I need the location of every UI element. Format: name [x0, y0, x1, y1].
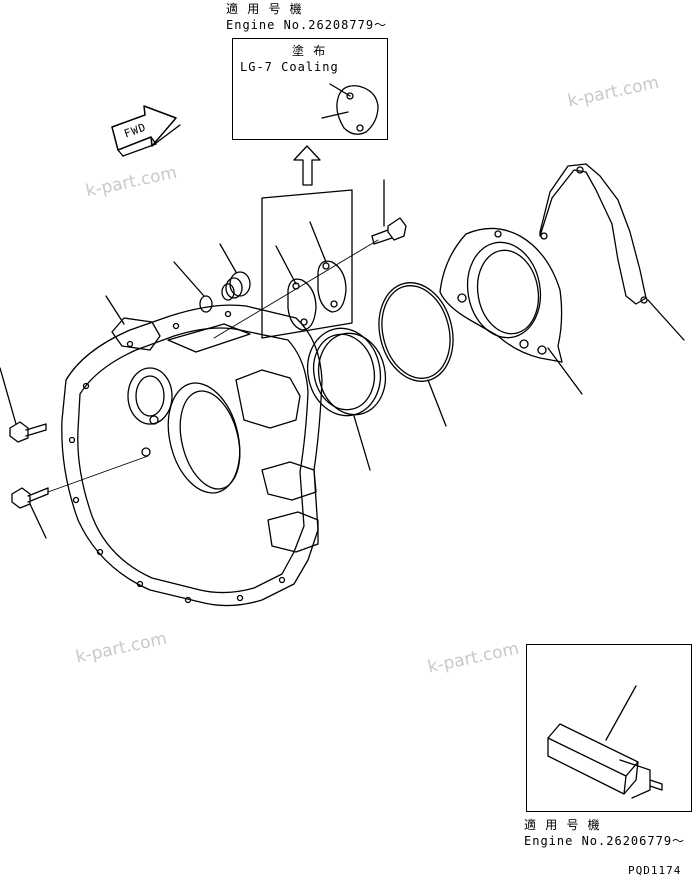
cover-plate-b [317, 260, 347, 313]
o-ring-small [173, 261, 213, 313]
coating-en-label: LG-7 Coaling [240, 60, 339, 74]
seal-ring [306, 327, 387, 471]
pin-callout-box [526, 644, 692, 812]
dowel-pin-icon [547, 685, 663, 799]
gasket [539, 163, 685, 341]
fwd-arrow-icon [111, 105, 181, 157]
coating-jp-label: 塗 布 [292, 44, 327, 58]
bolt-left-lower [11, 455, 149, 539]
flywheel-housing [61, 295, 323, 607]
bolt-left-upper [0, 367, 47, 443]
plug [219, 243, 251, 301]
o-ring-large [378, 282, 454, 427]
top-engine-label: Engine No.26208779～ [226, 18, 388, 32]
bottom-engine-label: Engine No.26206779～ [524, 834, 686, 848]
drawing-code: PQD1174 [628, 864, 682, 877]
bottom-applicable-label: 適 用 号 機 [524, 818, 601, 832]
bolt-upper [371, 179, 407, 245]
seal-housing [439, 227, 583, 395]
top-applicable-label: 適 用 号 機 [226, 2, 303, 16]
coating-cover-icon [321, 83, 379, 135]
cover-group-bracket [261, 189, 353, 339]
coating-callout-box [232, 38, 388, 140]
cover-plate-a [287, 278, 317, 331]
up-arrow-icon [293, 145, 321, 186]
